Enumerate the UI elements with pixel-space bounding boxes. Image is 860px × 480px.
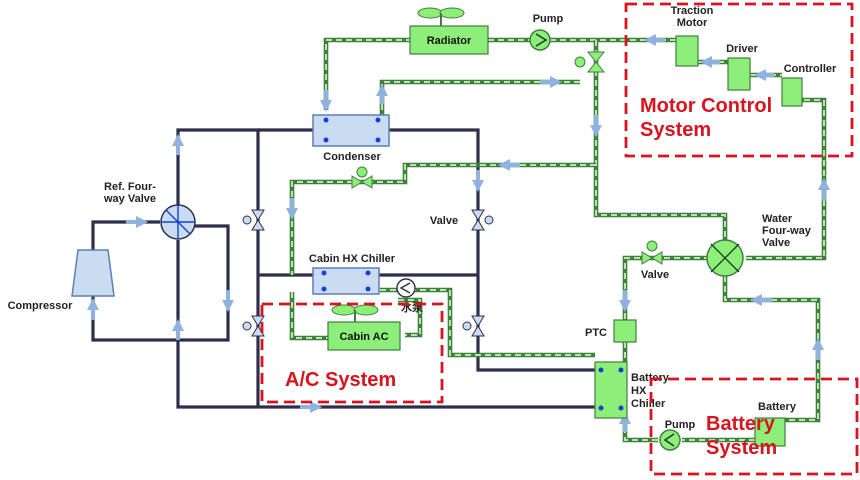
- water-valve-top[interactable]: [574, 51, 606, 73]
- ac-system: A/C System: [260, 302, 444, 404]
- water-pump-cabin[interactable]: 水泵: [396, 278, 423, 314]
- compressor[interactable]: Compressor: [8, 249, 115, 312]
- valve-water-label: Valve: [641, 269, 669, 281]
- battery[interactable]: Battery: [754, 401, 797, 447]
- pump-top-label: Pump: [533, 13, 564, 25]
- flow-arrows: [87, 34, 830, 432]
- ref-valve-right-upper[interactable]: Valve: [430, 209, 494, 231]
- ptc[interactable]: PTC: [585, 319, 637, 343]
- water-valve-mid[interactable]: [351, 166, 373, 189]
- cabin-hx-chiller[interactable]: Cabin HX Chiller: [309, 253, 396, 295]
- ac-system-label: A/C System: [285, 369, 396, 391]
- ptc-label: PTC: [585, 327, 607, 339]
- pump-top[interactable]: Pump: [529, 13, 564, 51]
- water-pump-cn-label: 水泵: [401, 300, 423, 314]
- cabin-ac[interactable]: Cabin AC: [327, 304, 401, 351]
- condenser[interactable]: Condenser: [312, 114, 390, 163]
- driver-label: Driver: [726, 43, 759, 55]
- cabin-hx-chiller-label: Cabin HX Chiller: [309, 253, 396, 265]
- cabin-ac-label: Cabin AC: [339, 331, 388, 343]
- radiator-label: Radiator: [427, 35, 472, 47]
- ref-valve-right-lower[interactable]: [462, 315, 485, 337]
- pump-bottom-label: Pump: [665, 419, 696, 431]
- controller-label: Controller: [784, 63, 837, 75]
- compressor-label: Compressor: [8, 300, 74, 312]
- ref-four-way-valve[interactable]: Ref. Four-way Valve: [103, 181, 196, 240]
- controller[interactable]: Controller: [781, 63, 837, 107]
- water-valve-battery[interactable]: Valve: [641, 240, 669, 281]
- ref-four-way-valve-label: Ref. Four-way Valve: [103, 181, 156, 205]
- ref-valve-left-upper[interactable]: [242, 209, 265, 231]
- condenser-label: Condenser: [323, 151, 381, 163]
- radiator[interactable]: Radiator: [409, 7, 489, 55]
- battery-label: Battery: [758, 401, 797, 413]
- valve-right-label: Valve: [430, 215, 458, 227]
- driver[interactable]: Driver: [726, 43, 759, 91]
- pump-bottom[interactable]: Pump: [659, 419, 696, 451]
